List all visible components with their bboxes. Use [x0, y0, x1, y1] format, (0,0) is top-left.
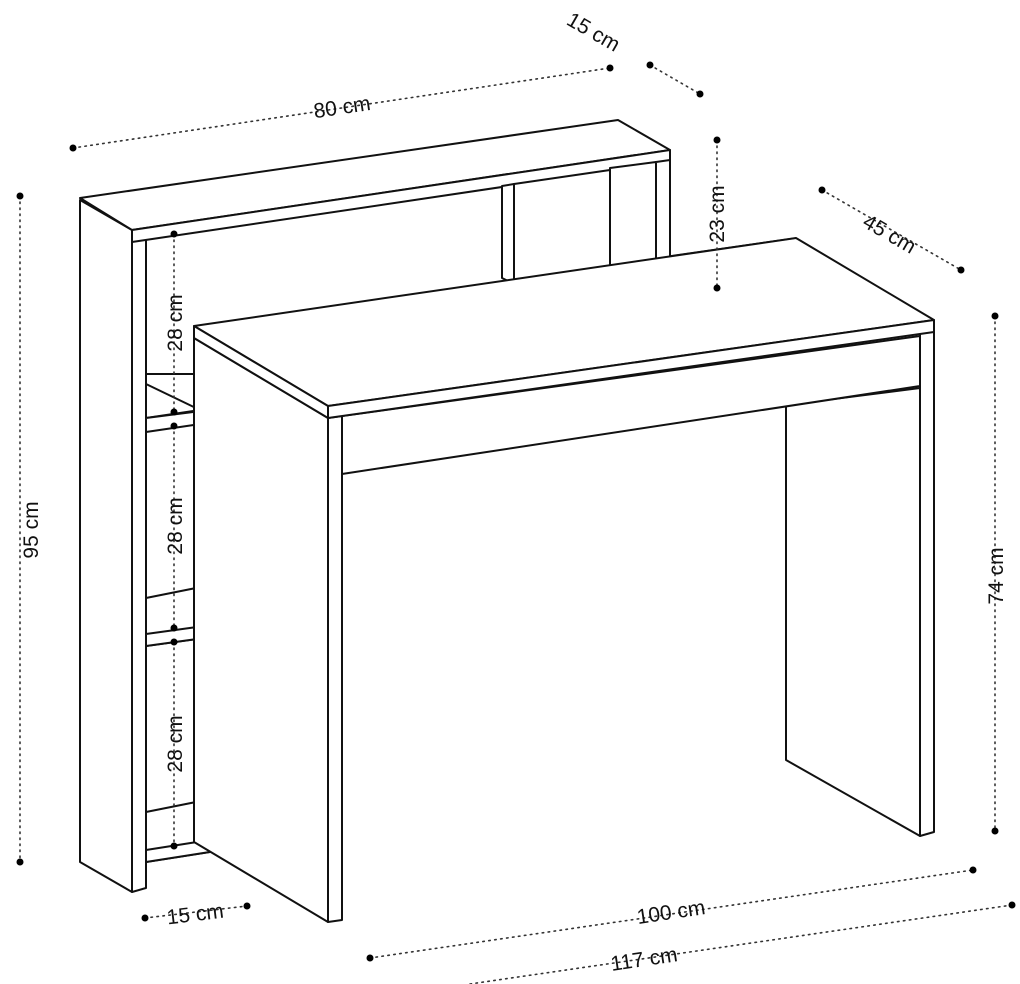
desk-right-leg-front: [919, 327, 935, 837]
hutch-divider: [501, 183, 515, 285]
label-desk-depth: 45 cm: [859, 210, 920, 259]
side-panel-left-face: [79, 199, 133, 893]
label-desk-width: 100 cm: [635, 896, 707, 929]
side-panel-front-face: [131, 229, 147, 893]
dimension-lines: [16, 61, 1016, 984]
label-compartment-bottom: 28 cm: [164, 715, 187, 772]
desk-body: [193, 237, 935, 923]
label-total-width: 117 cm: [609, 943, 679, 976]
label-compartment-top: 28 cm: [164, 294, 187, 351]
desk-right-leg: [785, 387, 921, 837]
label-shelf-width: 80 cm: [312, 92, 372, 123]
label-shelf-depth: 15 cm: [563, 8, 624, 57]
desk-left-leg: [193, 337, 329, 923]
label-desk-height: 74 cm: [985, 547, 1008, 604]
desk-top-left-edge: [193, 325, 329, 419]
label-total-height: 95 cm: [20, 501, 43, 558]
label-compartment-middle: 28 cm: [164, 497, 187, 554]
desk-left-leg-front: [327, 415, 343, 923]
desk-drawing: [79, 119, 935, 923]
label-side-unit-depth: 15 cm: [165, 900, 225, 930]
label-hutch-height: 23 cm: [706, 185, 729, 242]
